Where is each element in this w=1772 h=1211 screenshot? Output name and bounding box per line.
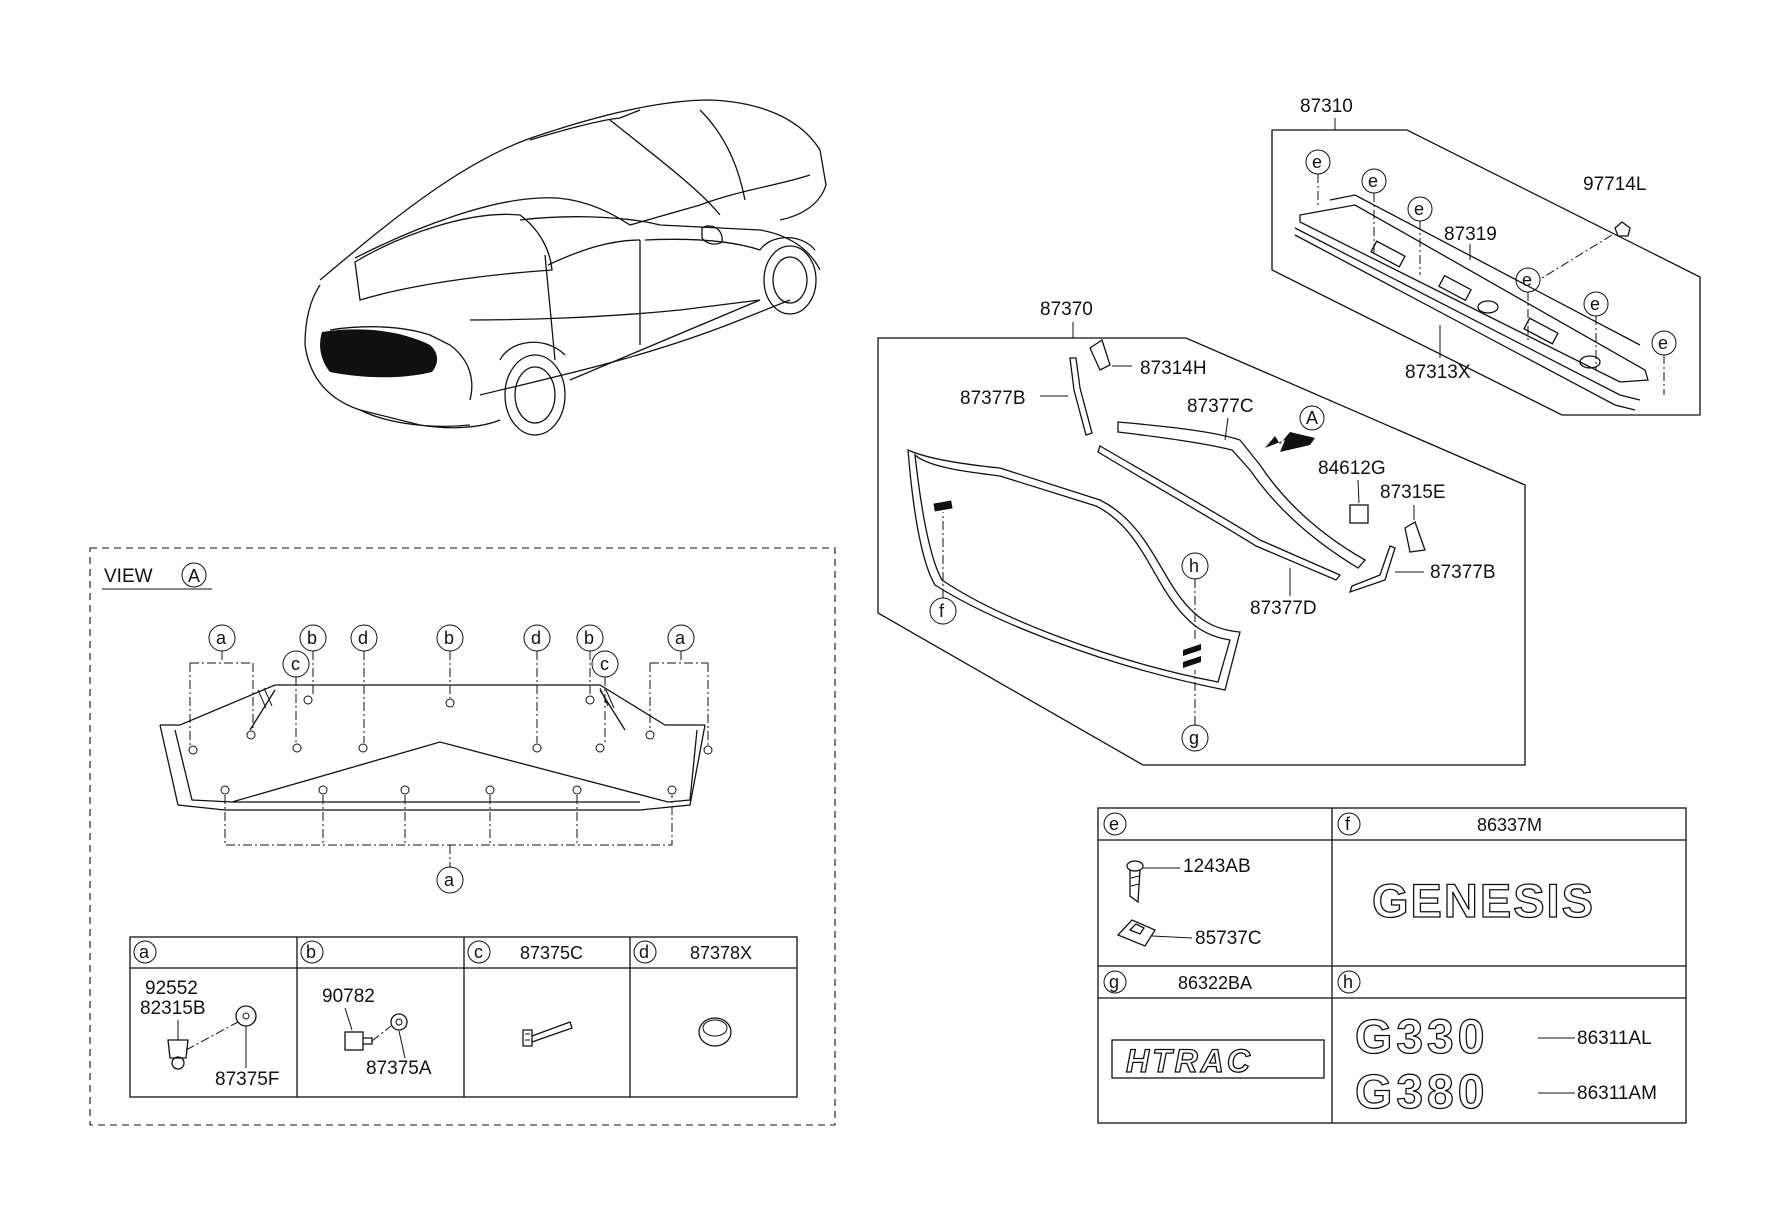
genesis-emblem-marker — [933, 500, 953, 512]
legend-left-table: a b c d 87375C 87378X 92552 82315B 87375… — [129, 936, 798, 1098]
svg-text:c: c — [600, 654, 609, 674]
svg-text:b: b — [584, 628, 594, 648]
svg-text:a: a — [444, 870, 455, 890]
htrac-emblem-marker — [1183, 644, 1201, 668]
legend-e-part-1: 1243AB — [1183, 856, 1251, 877]
view-a-garnish — [159, 684, 713, 811]
legend-a-part-2: 82315B — [140, 998, 206, 1019]
label-87314H: 87314H — [1140, 358, 1207, 379]
svg-text:b: b — [444, 628, 454, 648]
svg-text:g: g — [1109, 972, 1119, 992]
svg-text:e: e — [1658, 333, 1668, 353]
svg-text:b: b — [306, 942, 316, 962]
legend-f-part: 86337M — [1477, 815, 1542, 835]
htrac-emblem-box — [1111, 1039, 1325, 1079]
view-label: VIEW — [104, 566, 153, 587]
svg-text:e: e — [1312, 152, 1322, 172]
label-84612G: 84612G — [1318, 458, 1386, 479]
svg-text:d: d — [358, 628, 368, 648]
svg-text:c: c — [474, 942, 483, 962]
label-97714L: 97714L — [1583, 174, 1646, 195]
g380-emblem: G380 — [1355, 1066, 1488, 1119]
legend-h-part-1: 86311AL — [1577, 1028, 1652, 1049]
svg-text:h: h — [1343, 972, 1353, 992]
label-87313X: 87313X — [1405, 362, 1471, 383]
legend-a-part-3: 87375F — [215, 1069, 279, 1090]
arrow-callout: A — [1306, 408, 1318, 428]
svg-text:g: g — [1189, 728, 1199, 748]
svg-text:a: a — [139, 942, 150, 962]
legend-right-table: e f g h 86337M 86322BA 1243AB 85737C GEN… — [1097, 807, 1687, 1124]
htrac-emblem: HTRAC — [1126, 1043, 1253, 1079]
svg-text:b: b — [307, 628, 317, 648]
label-87310: 87310 — [1300, 96, 1353, 117]
legend-b-part-1: 90782 — [322, 986, 375, 1007]
label-87377C: 87377C — [1187, 396, 1254, 417]
legend-c-part: 87375C — [520, 943, 583, 963]
svg-text:e: e — [1414, 199, 1424, 219]
svg-text:e: e — [1590, 294, 1600, 314]
genesis-emblem: GENESIS — [1372, 874, 1595, 927]
g330-emblem: G330 — [1355, 1011, 1488, 1064]
svg-text:h: h — [1189, 556, 1199, 576]
view-a-frame — [89, 547, 836, 1126]
rear-garnish-highlight — [320, 329, 438, 378]
svg-text:e: e — [1368, 171, 1378, 191]
svg-text:f: f — [939, 601, 945, 621]
svg-text:c: c — [291, 654, 300, 674]
garnish-assembly-87370: 87370 87314H 87377B 87377C 84612G 87315E… — [877, 299, 1526, 766]
svg-text:d: d — [531, 628, 541, 648]
legend-b-part-2: 87375A — [366, 1058, 432, 1079]
label-87377B-right: 87377B — [1430, 562, 1496, 583]
label-87377D: 87377D — [1250, 598, 1317, 619]
label-87315E: 87315E — [1380, 482, 1446, 503]
view-callout: A — [188, 566, 200, 586]
legend-e-part-2: 85737C — [1195, 928, 1262, 949]
garnish-assembly-87310: 87310 97714L 87319 87313X e e e e e e — [1271, 96, 1701, 416]
view-callout-circle — [181, 562, 207, 588]
svg-text:e: e — [1109, 814, 1119, 834]
view-a-callouts: a b d b d b a c c a — [189, 624, 709, 894]
svg-text:f: f — [1345, 814, 1351, 834]
svg-text:a: a — [216, 628, 227, 648]
legend-a-part-1: 92552 — [145, 978, 198, 999]
label-87370: 87370 — [1040, 299, 1093, 320]
legend-g-part: 86322BA — [1178, 973, 1252, 993]
svg-text:a: a — [675, 628, 686, 648]
legend-d-part: 87378X — [690, 943, 752, 963]
label-87319: 87319 — [1444, 224, 1497, 245]
label-87377B-top: 87377B — [960, 388, 1026, 409]
view-a-arrow — [1265, 432, 1315, 452]
car-illustration — [304, 99, 827, 436]
svg-text:d: d — [639, 942, 649, 962]
legend-h-part-2: 86311AM — [1577, 1083, 1657, 1104]
svg-text:e: e — [1522, 270, 1532, 290]
